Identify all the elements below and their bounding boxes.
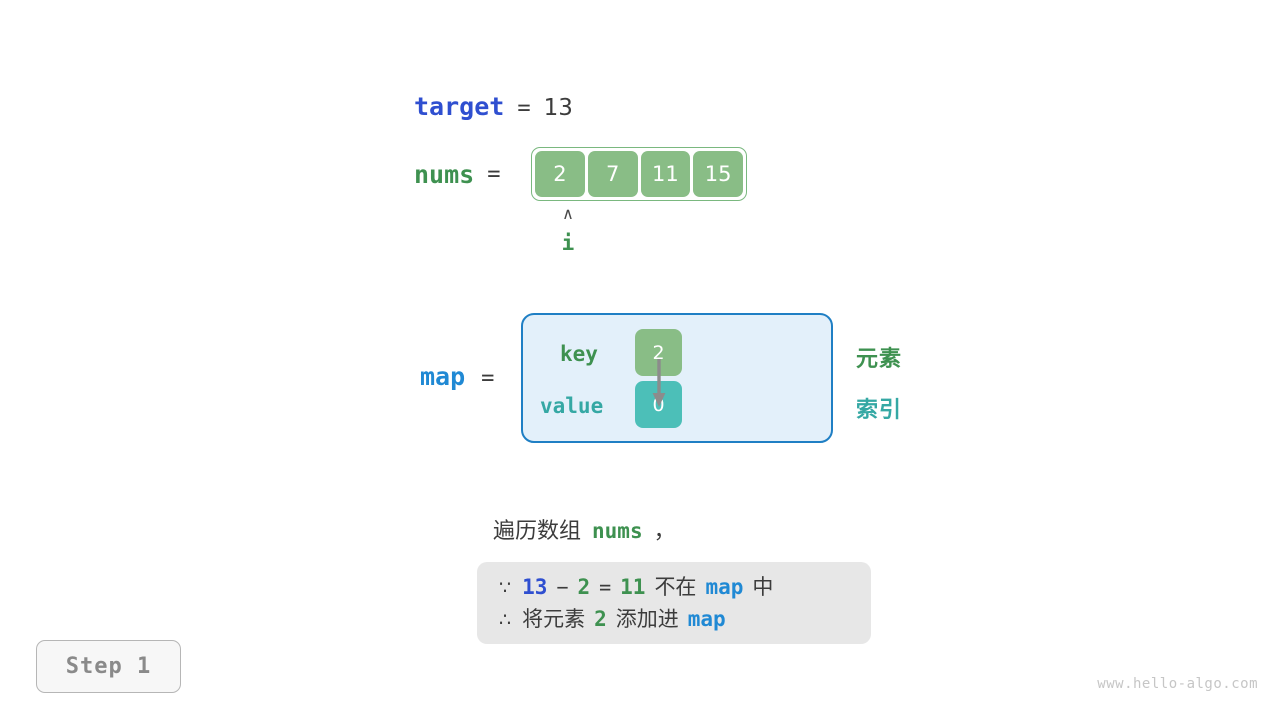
map-key-label: key [560,342,598,366]
explain2-text-mid: 添加进 [615,607,679,631]
target-declaration: target = 13 [414,92,573,121]
array-cell-1: 7 [587,151,638,197]
explanation-line-1: ∵ 13 − 2 = 11 不在 map 中 [499,571,849,603]
key-to-value-arrow-icon [652,359,666,407]
caret-up-icon: ∧ [562,204,574,223]
therefore-symbol-icon: ∴ [499,609,512,631]
explanation-line-2: ∴ 将元素 2 添加进 map [499,603,849,635]
explain2-text-start: 将元素 [522,607,586,631]
nums-equals-sign: = [487,162,501,187]
nums-array-container: 2 7 11 15 [531,147,747,201]
explain1-minus: − [556,575,569,599]
annotation-element: 元素 [856,347,903,372]
explain1-text-mid: 不在 [654,575,697,599]
explain1-code-map: map [705,575,744,599]
array-cell-3: 15 [693,151,743,197]
array-cell-0: 2 [535,151,585,197]
description-suffix: ， [653,519,676,544]
map-value-label: value [540,394,604,418]
description-code-nums: nums [592,519,643,543]
array-cell-2: 11 [640,151,691,197]
explain1-text-end: 中 [752,575,774,599]
description-line: 遍历数组 nums ， [493,513,676,545]
explain2-number: 2 [594,607,607,631]
target-variable-name: target [414,92,505,121]
explanation-box: ∵ 13 − 2 = 11 不在 map 中 ∴ 将元素 2 添加进 map [477,562,871,644]
explain1-result: 11 [620,575,646,599]
target-equals-sign: = [517,96,531,121]
watermark: www.hello-algo.com [1097,676,1258,692]
step-badge: Step 1 [36,640,181,693]
explain1-operand-b: 2 [577,575,591,599]
map-variable-name: map [420,362,466,391]
annotation-index: 索引 [856,398,903,423]
map-declaration: map = [420,362,494,391]
nums-variable-name: nums [414,160,475,189]
nums-declaration: nums = [414,160,500,189]
because-symbol-icon: ∵ [499,577,512,599]
explain1-operand-a: 13 [522,575,548,599]
explain2-code-map: map [687,607,726,631]
hash-map-container: key value 2 0 [521,313,833,443]
explain1-equals: = [599,575,612,599]
target-value: 13 [543,95,573,121]
pointer-label-i: i [561,231,575,255]
map-equals-sign: = [481,366,495,391]
description-prefix: 遍历数组 [493,519,582,544]
